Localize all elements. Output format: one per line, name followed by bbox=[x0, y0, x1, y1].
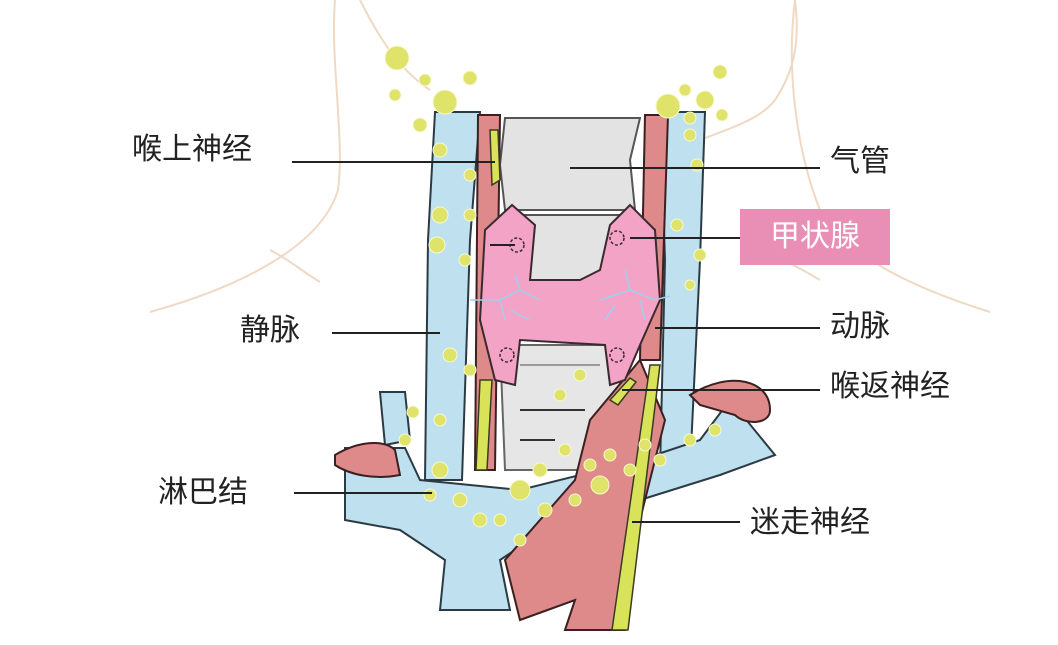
lymph-node-dot bbox=[463, 168, 477, 182]
nerves bbox=[475, 129, 661, 631]
lymph-node-dot bbox=[683, 111, 697, 125]
lymph-node-dot bbox=[458, 253, 472, 267]
label-trachea: 气管 bbox=[830, 144, 890, 179]
leader-lines bbox=[292, 161, 820, 523]
thyroid-label-box: 甲状腺 bbox=[740, 209, 890, 265]
lymph-node-dot bbox=[712, 64, 728, 80]
label-vein: 静脉 bbox=[240, 313, 300, 348]
lymph-node-dot bbox=[433, 413, 447, 427]
lymph-node-dot bbox=[418, 73, 432, 87]
lymph-node-dot bbox=[553, 388, 567, 402]
lymph-node-dot bbox=[398, 433, 412, 447]
label-recurrent-laryngeal-nerve: 喉返神经 bbox=[830, 369, 950, 404]
lymph-node-dot bbox=[603, 448, 617, 462]
lymph-node-dot bbox=[423, 488, 437, 502]
lymph-node-dot bbox=[638, 438, 652, 452]
lymph-node-dot bbox=[412, 117, 428, 133]
lymph-node-dot bbox=[715, 108, 729, 122]
label-artery: 动脉 bbox=[830, 309, 890, 344]
lymph-node-dot bbox=[690, 158, 704, 172]
lymph-node-dot bbox=[493, 513, 507, 527]
thyroid-gland bbox=[470, 203, 671, 387]
lymph-node-dot bbox=[695, 90, 715, 110]
lymph-node-dot bbox=[462, 70, 478, 86]
lymph-node-dot bbox=[452, 492, 468, 508]
lymph-node-dot bbox=[406, 405, 420, 419]
lymph-node-dot bbox=[683, 433, 697, 447]
lymph-node-dot bbox=[463, 208, 477, 222]
lymph-node-dot bbox=[432, 89, 458, 115]
lymph-node-dot bbox=[532, 462, 548, 478]
lymph-node-dot bbox=[509, 479, 531, 501]
label-thyroid: 甲状腺 bbox=[770, 219, 860, 254]
lymph-node-dot bbox=[623, 463, 637, 477]
lymph-node-dot bbox=[583, 458, 597, 472]
lymph-node-dot bbox=[431, 206, 449, 224]
lymph-node-dot bbox=[431, 461, 449, 479]
lymph-nodes bbox=[384, 45, 729, 547]
lymph-node-dot bbox=[432, 142, 448, 158]
lymph-node-dot bbox=[442, 347, 458, 363]
lymph-node-dot bbox=[693, 248, 707, 262]
lymph-node-dot bbox=[537, 502, 553, 518]
label-superior-laryngeal-nerve: 喉上神经 bbox=[132, 132, 252, 167]
label-lymph-node: 淋巴结 bbox=[158, 475, 248, 510]
lymph-node-dot bbox=[388, 88, 402, 102]
lymph-node-dot bbox=[590, 475, 610, 495]
lymph-node-dot bbox=[708, 423, 722, 437]
lymph-node-dot bbox=[384, 45, 410, 71]
lymph-node-dot bbox=[472, 512, 488, 528]
lymph-node-dot bbox=[678, 83, 692, 97]
lymph-node-dot bbox=[568, 493, 582, 507]
lymph-node-dot bbox=[463, 363, 477, 377]
lymph-node-dot bbox=[558, 443, 572, 457]
lymph-node-dot bbox=[670, 218, 684, 232]
lymph-node-dot bbox=[653, 453, 667, 467]
lymph-node-dot bbox=[655, 93, 681, 119]
lymph-node-dot bbox=[683, 128, 697, 142]
lymph-node-dot bbox=[428, 236, 446, 254]
label-vagus-nerve: 迷走神经 bbox=[750, 505, 870, 540]
lymph-node-dot bbox=[573, 368, 587, 382]
lymph-node-dot bbox=[684, 279, 696, 291]
lymph-node-dot bbox=[513, 533, 527, 547]
